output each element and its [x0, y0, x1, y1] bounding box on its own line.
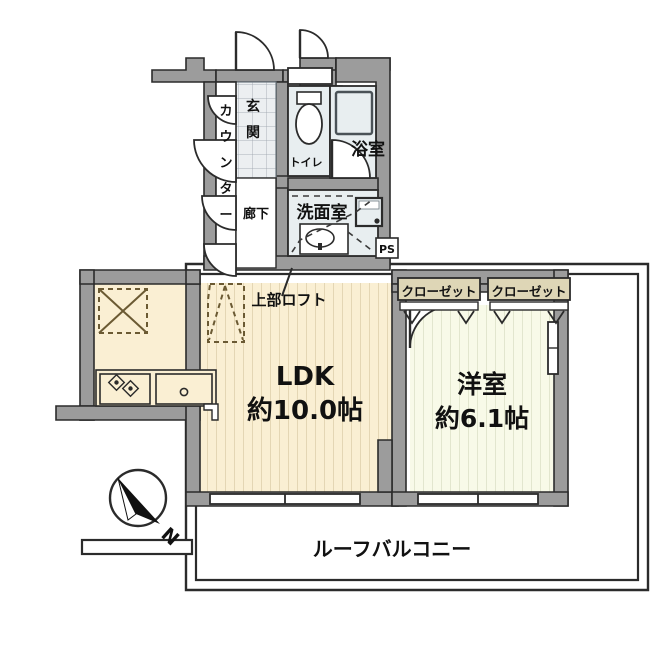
bathtub-icon: [334, 90, 374, 136]
ldk-name-label: LDK: [276, 362, 335, 392]
closet-2-label: クローゼット: [491, 284, 566, 299]
closet-1-box: [397, 277, 481, 301]
svg-text:ウ: ウ: [219, 130, 232, 145]
bedroom-floor-area: [410, 305, 553, 505]
doors-group: [193, 29, 453, 349]
loft-outline: [207, 283, 245, 343]
toilet-label: トイレ: [290, 156, 323, 169]
sink-drain-icon: [179, 387, 189, 397]
toilet-tank-icon: [296, 91, 322, 105]
hallway-floor: [235, 177, 277, 269]
hallway-label: 廊下: [243, 206, 269, 222]
svg-text:タ: タ: [219, 182, 232, 197]
washroom-dashed-lines: [291, 195, 375, 253]
openings-group: [209, 67, 559, 505]
balcony-label: ルーフバルコニー: [313, 537, 471, 561]
svg-text:ー: ー: [219, 208, 232, 223]
pipe-shaft-box: [375, 237, 399, 259]
entrance-label-line2: 関: [246, 125, 260, 141]
entrance-tiles: [235, 81, 277, 179]
ldk-area-label: 約10.0帖: [247, 395, 363, 426]
closet-2-box: [487, 277, 571, 301]
loft-leader-line: [281, 267, 293, 297]
wall-notch: [203, 403, 219, 421]
entrance-label-line1: 玄: [246, 98, 260, 115]
svg-text:カ: カ: [219, 104, 232, 119]
faucet-icon: [318, 243, 322, 250]
labels-group: LDK 約10.0帖 洋室 約6.1帖 玄 関 カ ウ ン タ ー 廊下 トイレ…: [219, 98, 566, 561]
counter-label: カ ウ ン タ ー: [219, 104, 232, 223]
svg-text:ン: ン: [219, 156, 232, 171]
fixtures-group: [95, 90, 399, 421]
entry-opening: [287, 67, 333, 85]
closet-door-marks: [403, 310, 565, 325]
bath-label: 浴室: [351, 139, 385, 160]
stove-burners: [107, 373, 140, 398]
washroom-label: 洗面室: [297, 202, 348, 223]
closet-group: [397, 277, 571, 325]
bedroom-name-label: 洋室: [457, 370, 507, 399]
toilet-bowl-icon: [295, 103, 323, 145]
pipe-shaft-label: PS: [379, 243, 395, 256]
balcony-parapet-stub: [80, 538, 194, 556]
loft-label: 上部ロフト: [251, 291, 326, 309]
refrigerator-space-icon: [98, 288, 148, 334]
closet-1-label: クローゼット: [401, 284, 476, 299]
bedroom-area-label: 約6.1帖: [435, 404, 529, 433]
door-leaves: [234, 30, 412, 348]
